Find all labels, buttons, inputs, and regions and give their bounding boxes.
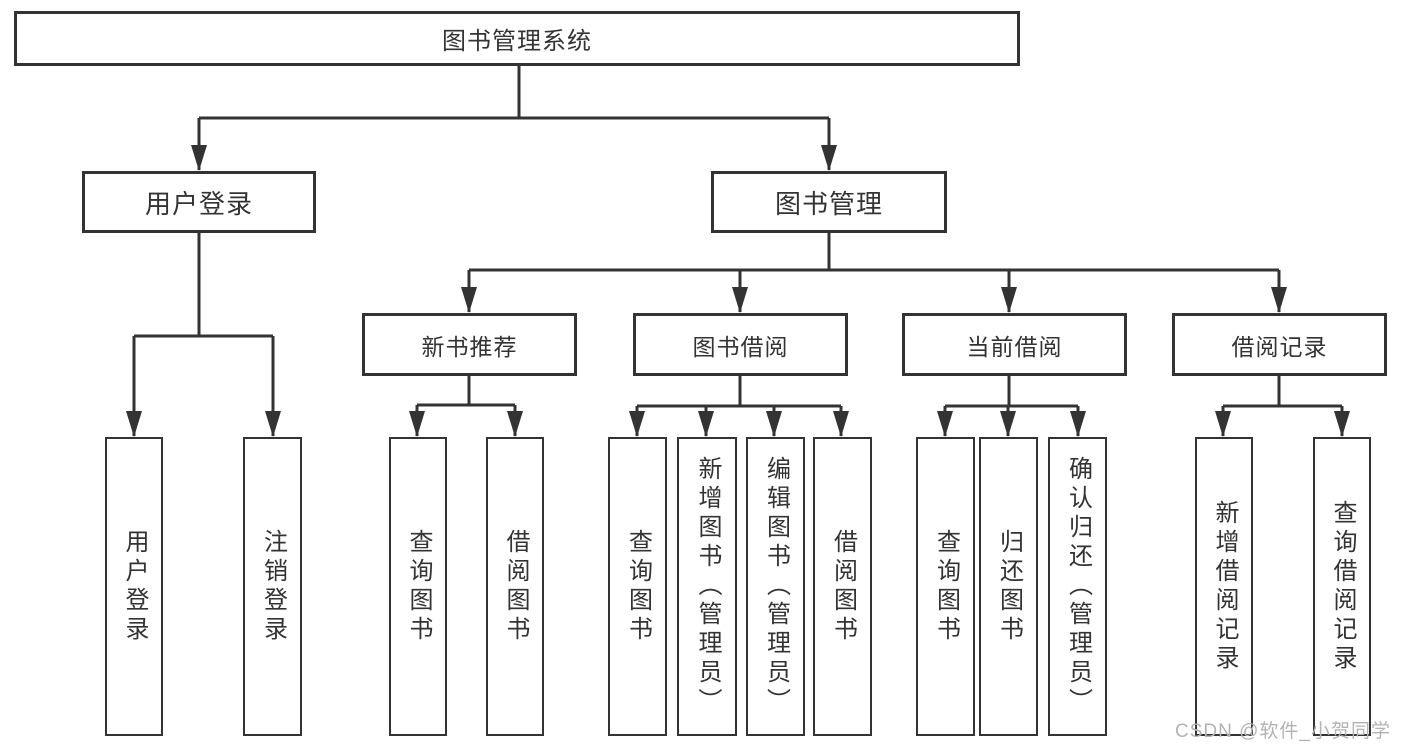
node-user-login: 用户登录 bbox=[82, 171, 316, 233]
leaf-bb-borrow-book-label: 借阅图书 bbox=[829, 528, 857, 645]
branch-root bbox=[199, 66, 829, 120]
leaf-bb-edit-book-admin: 编辑图书（管理员） bbox=[746, 437, 805, 736]
leaf-cb-query-book-label: 查询图书 bbox=[932, 528, 960, 645]
node-root-system-label: 图书管理系统 bbox=[442, 28, 592, 55]
leaf-br-add-record-label: 新增借阅记录 bbox=[1211, 499, 1238, 674]
branch-current-borrow bbox=[945, 376, 1078, 408]
branch-book-management bbox=[469, 233, 1279, 272]
leaf-bb-query-book-label: 查询图书 bbox=[624, 528, 652, 645]
leaf-bb-edit-book-admin-label: 编辑图书（管理员） bbox=[762, 456, 790, 717]
leaf-cb-return-book: 归还图书 bbox=[979, 437, 1038, 736]
node-new-book-recommend: 新书推荐 bbox=[362, 313, 577, 376]
leaf-user-login: 用户登录 bbox=[105, 437, 163, 736]
node-borrow-record: 借阅记录 bbox=[1172, 313, 1387, 376]
leaf-br-add-record: 新增借阅记录 bbox=[1195, 437, 1253, 736]
leaf-bb-query-book: 查询图书 bbox=[608, 437, 667, 736]
branch-borrow-record bbox=[1223, 376, 1342, 408]
node-new-book-recommend-label: 新书推荐 bbox=[421, 333, 518, 360]
leaf-logout-label: 注销登录 bbox=[259, 528, 287, 645]
node-root-system: 图书管理系统 bbox=[14, 11, 1020, 66]
leaf-logout: 注销登录 bbox=[243, 437, 302, 736]
leaf-br-query-record-label: 查询借阅记录 bbox=[1329, 499, 1356, 674]
node-current-borrow: 当前借阅 bbox=[902, 313, 1127, 376]
node-current-borrow-label: 当前借阅 bbox=[966, 333, 1063, 360]
node-book-borrow-label: 图书借阅 bbox=[692, 333, 789, 360]
node-borrow-record-label: 借阅记录 bbox=[1231, 333, 1328, 360]
leaf-bb-add-book-admin: 新增图书（管理员） bbox=[677, 437, 737, 736]
leaf-nbr-borrow-book: 借阅图书 bbox=[486, 437, 544, 736]
branch-book-borrow bbox=[637, 376, 841, 408]
leaf-cb-query-book: 查询图书 bbox=[916, 437, 975, 736]
node-book-management-label: 图书管理 bbox=[774, 188, 883, 219]
leaf-bb-add-book-admin-label: 新增图书（管理员） bbox=[694, 456, 721, 717]
branch-user-login bbox=[134, 233, 273, 338]
leaf-cb-confirm-return-admin: 确认归还（管理员） bbox=[1048, 437, 1107, 736]
leaf-bb-borrow-book: 借阅图书 bbox=[813, 437, 872, 736]
leaf-cb-confirm-return-admin-label: 确认归还（管理员） bbox=[1064, 456, 1092, 717]
csdn-watermark: CSDN @软件_小贺同学 bbox=[1175, 721, 1391, 742]
leaf-nbr-borrow-book-label: 借阅图书 bbox=[502, 528, 529, 645]
node-book-management: 图书管理 bbox=[711, 171, 947, 233]
leaf-nbr-query-book-label: 查询图书 bbox=[405, 528, 432, 645]
node-book-borrow: 图书借阅 bbox=[633, 313, 848, 376]
node-user-login-label: 用户登录 bbox=[144, 188, 253, 219]
leaf-nbr-query-book: 查询图书 bbox=[389, 437, 447, 736]
leaf-user-login-label: 用户登录 bbox=[121, 528, 148, 645]
leaf-cb-return-book-label: 归还图书 bbox=[995, 528, 1023, 645]
leaf-br-query-record: 查询借阅记录 bbox=[1313, 437, 1371, 736]
branch-new-book-recommend bbox=[417, 376, 515, 407]
